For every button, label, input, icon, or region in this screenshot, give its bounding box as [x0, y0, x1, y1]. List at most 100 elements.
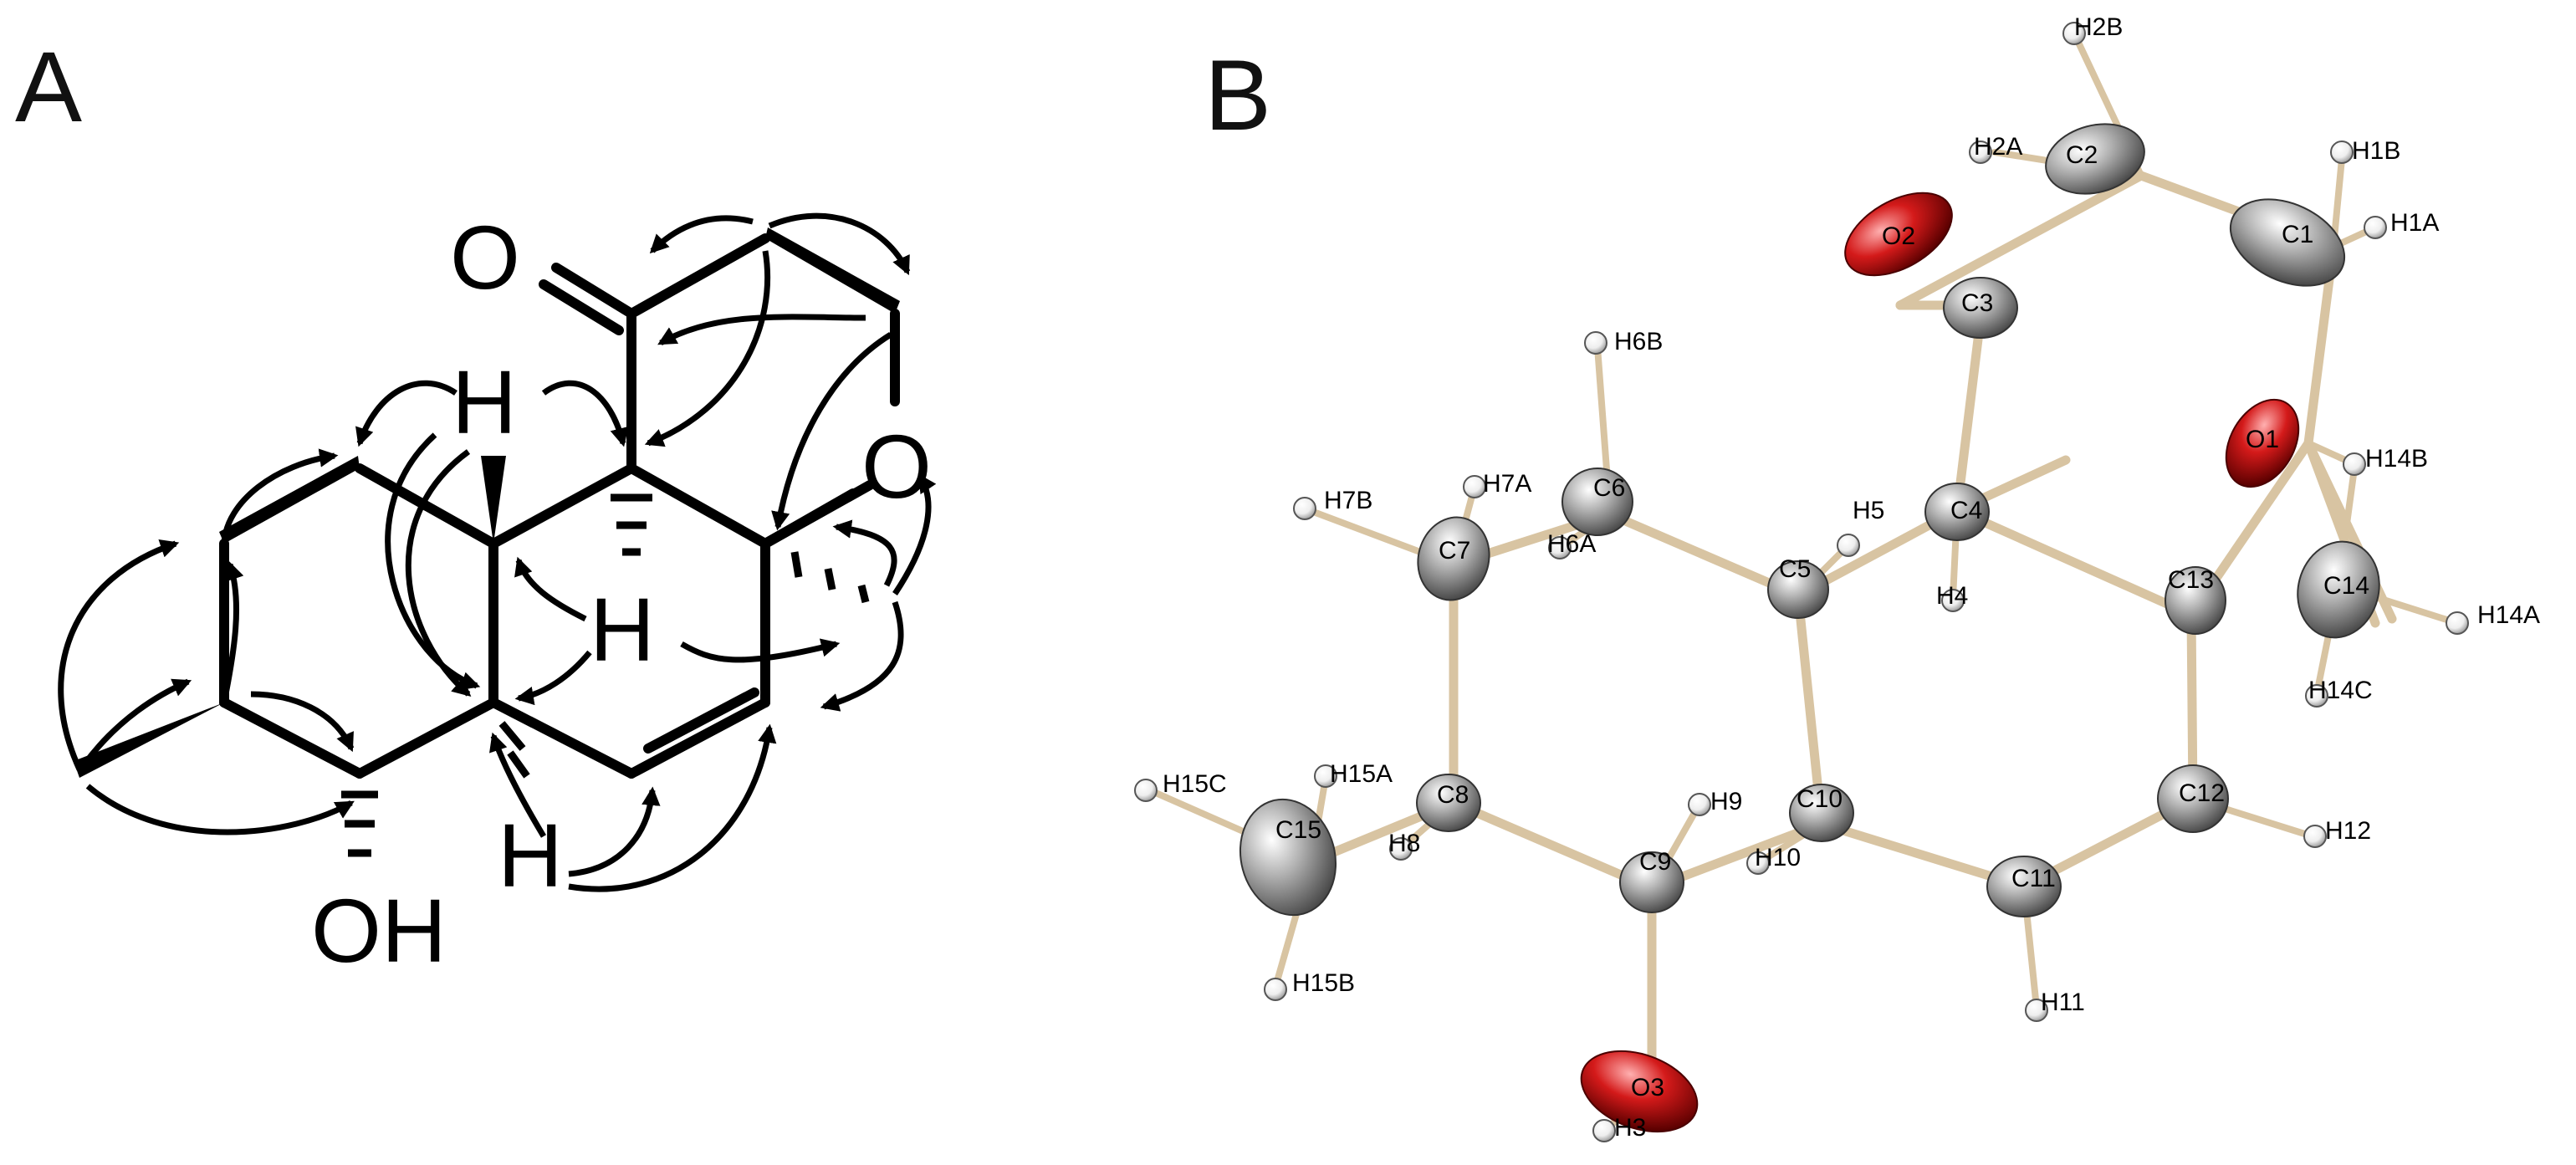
label-H15C: H15C [1163, 770, 1227, 798]
atom-C13 [2165, 566, 2226, 635]
label-C3: C3 [1961, 289, 1993, 317]
atom-H14C [2305, 684, 2328, 708]
hash-bond [824, 568, 836, 590]
oxygen-atoms [1580, 192, 2300, 1133]
double-bond-inner [643, 687, 759, 754]
atom-C6 [1561, 468, 1633, 536]
panel-a-letter: A [15, 31, 82, 143]
h-bot-label: H [498, 805, 563, 906]
atom-H4 [1941, 589, 1965, 612]
atom-H15A [1314, 764, 1337, 788]
hash-bond [790, 551, 803, 578]
bond [355, 697, 498, 779]
panel-b-letter: B [1204, 39, 1271, 151]
atom-H15B [1264, 978, 1287, 1001]
label-H5: H5 [1853, 497, 1884, 524]
wedges [74, 227, 900, 778]
correlation-arrow [385, 432, 481, 690]
correlation-arrow [250, 691, 355, 753]
correlation-arrow [644, 250, 771, 447]
bond [626, 463, 770, 549]
correlation-arrow [514, 556, 587, 622]
correlation-arrow [405, 449, 472, 697]
correlation-arrow [649, 215, 754, 254]
atom-O3 [1580, 1050, 1699, 1133]
correlation-arrow [541, 380, 629, 447]
atom-C12 [2157, 764, 2229, 833]
h-top-label: H [452, 351, 517, 452]
label-H6A: H6A [1547, 530, 1596, 558]
atom-H12 [2303, 825, 2327, 848]
atom-H8 [1389, 837, 1413, 861]
label-C6: C6 [1593, 474, 1625, 502]
atom-C9 [1619, 851, 1684, 913]
atom-O1 [2225, 398, 2300, 488]
atom-H6B [1584, 331, 1607, 355]
label-C10: C10 [1797, 785, 1843, 813]
label-O1: O1 [2246, 426, 2279, 453]
label-H14A: H14A [2477, 601, 2540, 629]
correlation-arrow [489, 732, 547, 838]
ring-o-label: O [861, 416, 932, 517]
atom-C11 [1986, 856, 2062, 917]
atom-H2A [1969, 141, 1992, 164]
wedge-bond [219, 456, 360, 544]
wedge-bond [481, 456, 506, 544]
label-H6B: H6B [1614, 328, 1663, 355]
correlation-arrow [832, 519, 897, 587]
atom-C15 [1239, 798, 1337, 917]
correlation-arrow [657, 314, 866, 346]
label-H7B: H7B [1324, 487, 1372, 514]
correlation-arrow [892, 473, 937, 595]
atom-H1B [2330, 141, 2354, 164]
atom-H3 [1592, 1119, 1616, 1142]
atom-C4 [1924, 483, 1990, 541]
label-H8: H8 [1388, 830, 1420, 857]
label-C9: C9 [1639, 848, 1671, 876]
hashes [341, 493, 870, 857]
atom-H15C [1134, 779, 1158, 802]
hash-bond [857, 584, 870, 604]
label-H11: H11 [2041, 989, 2085, 1016]
label-H10: H10 [1755, 844, 1801, 871]
label-H1A: H1A [2390, 209, 2439, 237]
label-C8: C8 [1437, 781, 1469, 809]
h-mid-label: H [590, 579, 655, 680]
label-H15B: H15B [1292, 969, 1355, 997]
label-O2: O2 [1882, 222, 1915, 250]
atom-H14A [2446, 611, 2469, 635]
atom-H7A [1463, 475, 1486, 498]
label-C13: C13 [2168, 566, 2214, 594]
label-C12: C12 [2179, 779, 2225, 807]
bond [760, 480, 875, 549]
correlation-arrow [221, 448, 339, 544]
hash-bond [507, 750, 530, 779]
bond [626, 233, 770, 319]
atom-C14 [2297, 540, 2380, 639]
bond [488, 697, 636, 779]
atom-H11 [2025, 999, 2048, 1022]
label-C1: C1 [2282, 221, 2313, 248]
label-H4: H4 [1936, 582, 1968, 610]
wedge-bond [74, 703, 224, 778]
atom-H10 [1746, 851, 1770, 875]
wedge-bond [765, 227, 900, 314]
bond [1952, 300, 1987, 515]
label-H15A: H15A [1330, 760, 1393, 788]
bond [1952, 505, 2196, 620]
label-H2A: H2A [1974, 133, 2022, 161]
label-C15: C15 [1275, 816, 1321, 844]
correlation-arrow [58, 539, 180, 771]
correlation-arrow [81, 678, 192, 768]
oh-label: OH [311, 880, 447, 981]
atom-C5 [1767, 560, 1829, 619]
carbonyl-bond [551, 263, 636, 319]
atom-C8 [1416, 774, 1481, 832]
bond [488, 463, 636, 549]
hydrogen-atoms [1134, 22, 2469, 1142]
hash-bond [498, 721, 526, 751]
atom-H5 [1837, 534, 1860, 557]
correlation-arrow [355, 380, 457, 447]
correlation-arrow [680, 638, 841, 663]
atom-labels: H2B H2A C2 H1B C1 H1A O2 C3 H6B O1 H14B … [1163, 13, 2540, 1142]
